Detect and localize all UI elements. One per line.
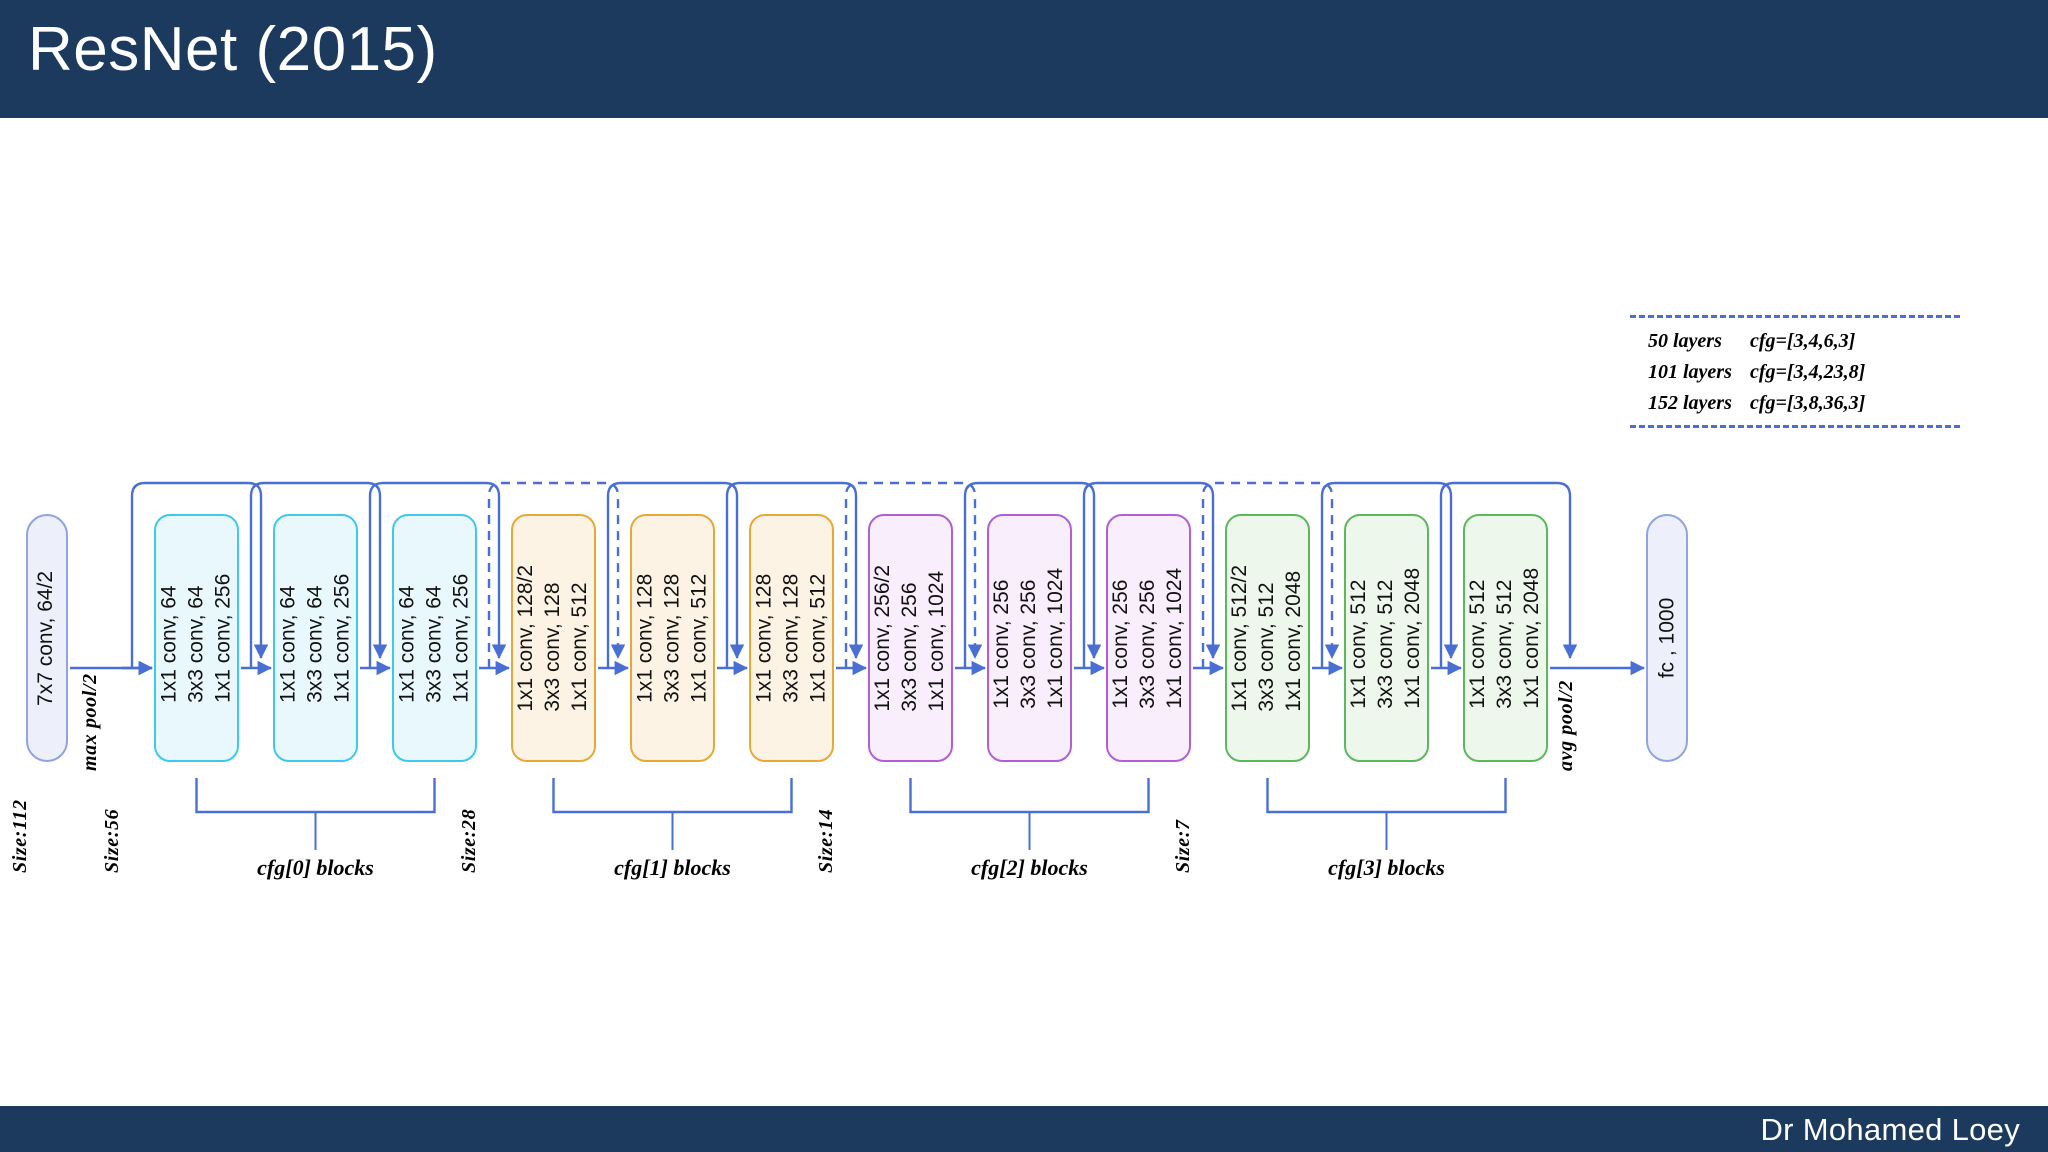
title-bar <box>0 0 2048 118</box>
footer-author: Dr Mohamed Loey <box>1760 1112 2020 1147</box>
size-label-Size-56: Size:56 <box>101 808 123 873</box>
page-title: ResNet (2015) <box>28 15 438 84</box>
legend-cfg-label: cfg=[3,8,36,3] <box>1750 392 1866 414</box>
legend-row: 101 layers cfg=[3,4,23,8] <box>1630 357 1960 388</box>
legend-cfg-label: cfg=[3,4,6,3] <box>1750 330 1856 352</box>
legend-rule-top <box>1630 315 1960 318</box>
max-pool-label: max pool/2 <box>79 673 101 771</box>
block-label: 7x7 conv, 64/2 <box>34 570 58 706</box>
size-label-112: Size:112 <box>9 799 31 873</box>
legend-layers-label: 101 layers <box>1648 361 1732 383</box>
legend-cfg-label: cfg=[3,4,23,8] <box>1750 361 1866 383</box>
legend-row: 50 layers cfg=[3,4,6,3] <box>1630 326 1960 357</box>
legend-rows: 50 layers cfg=[3,4,6,3] 101 layers cfg=[3,4… <box>1630 318 1960 425</box>
legend-box: 50 layers cfg=[3,4,6,3] 101 layers cfg=[3,4… <box>1630 315 1960 428</box>
avg-pool-label: avg pool/2 <box>1555 680 1577 771</box>
block-stem-conv[interactable]: 7x7 conv, 64/2 <box>26 514 68 762</box>
footer-bar <box>0 1106 2048 1152</box>
brace-label-stage-3: cfg[2] blocks <box>971 855 1088 880</box>
size-label-Size-7: Size:7 <box>1172 819 1194 873</box>
block-label: fc , 1000 <box>1655 597 1678 679</box>
brace-label-stage-1: cfg[0] blocks <box>257 855 374 880</box>
legend-rule-bottom <box>1630 425 1960 428</box>
legend-layers-label: 152 layers <box>1648 392 1732 414</box>
size-label-Size-28: Size:28 <box>458 808 480 873</box>
legend-layers-label: 50 layers <box>1648 330 1722 352</box>
size-label-Size-14: Size:14 <box>815 808 837 873</box>
brace-label-stage-4: cfg[3] blocks <box>1328 855 1445 880</box>
legend-row: 152 layers cfg=[3,8,36,3] <box>1630 388 1960 419</box>
block-fc-head[interactable]: fc , 1000 <box>1646 514 1688 762</box>
brace-label-stage-2: cfg[1] blocks <box>614 855 731 880</box>
